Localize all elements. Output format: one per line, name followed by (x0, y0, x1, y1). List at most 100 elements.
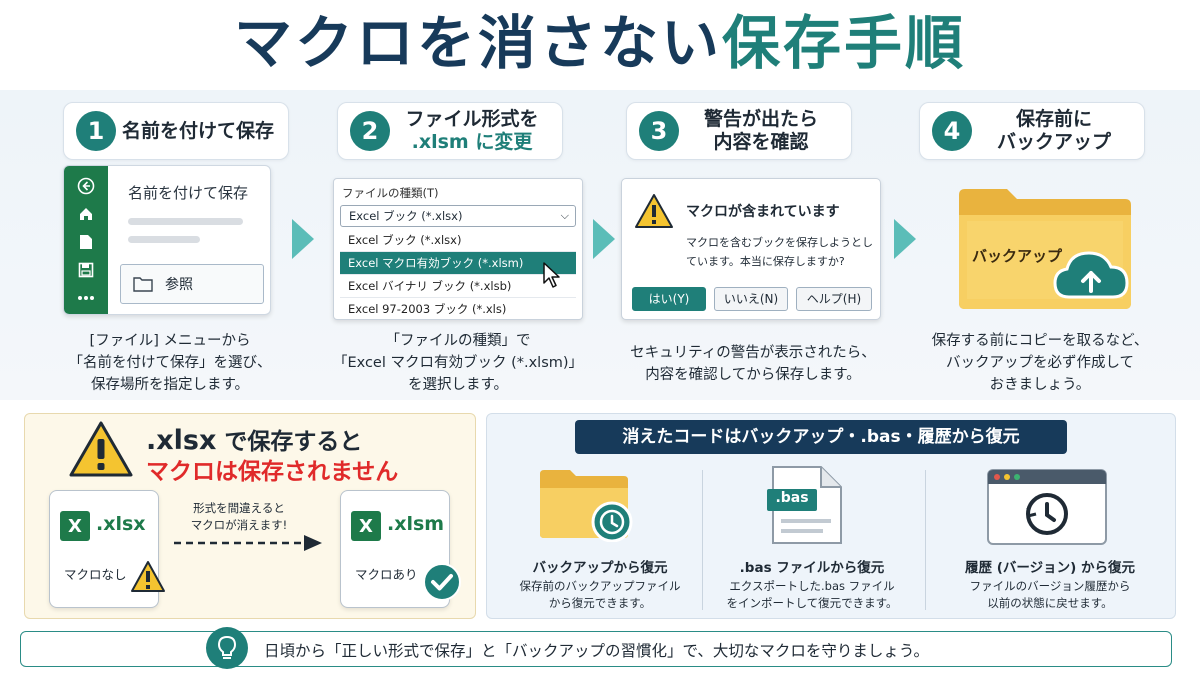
placeholder-line (128, 236, 200, 243)
step-1-caption: [ファイル] メニューから 「名前を付けて保存」を選び、 保存場所を指定します。 (40, 330, 300, 396)
step-3-caption: セキュリティの警告が表示されたら、 内容を確認してから保存します。 (608, 342, 898, 386)
dialog-message: マクロを含むブックを保存しようとしています。本当に保存しますか? (686, 236, 873, 268)
step-3-label: 警告が出たら 内容を確認 (679, 108, 851, 154)
browse-label: 参照 (165, 277, 193, 293)
file-type-select[interactable]: Excel ブック (*.xlsx) ⌵ (340, 205, 576, 227)
bas-badge: .bas (775, 490, 809, 506)
recovery-history-text: ファイルのバージョン履歴から 以前の状態に戻せます。 (930, 578, 1170, 612)
yes-button[interactable]: はい(Y) (632, 287, 706, 311)
step-2-label-line2: .xlsm に変更 (411, 131, 533, 153)
file-type-panel: ファイルの種類(T) Excel ブック (*.xlsx) ⌵ Excel ブッ… (333, 178, 583, 320)
step-2-label-line1: ファイル形式を (405, 108, 539, 130)
mouse-cursor-icon (543, 262, 560, 288)
backstage-sidebar (64, 166, 108, 314)
step-1-label: 名前を付けて保存 (121, 119, 274, 142)
save-icon[interactable] (76, 260, 96, 280)
help-button[interactable]: ヘルプ(H) (796, 287, 872, 311)
chevron-down-icon: ⌵ (560, 209, 569, 222)
file-type-option-xlsm[interactable]: Excel マクロ有効ブック (*.xlsm) (340, 252, 576, 275)
file-type-option-xlsx[interactable]: Excel ブック (*.xlsx) (340, 229, 576, 252)
caption-line: 保存場所を指定します。 (90, 377, 250, 393)
note-line: 形式を間違えると (193, 501, 285, 515)
caption-line: 「Excel マクロ有効ブック (*.xlsm)」 (332, 355, 584, 371)
step-2-label: ファイル形式を .xlsm に変更 (390, 108, 562, 154)
step-2-caption: 「ファイルの種類」で 「Excel マクロ有効ブック (*.xlsm)」 を選択… (318, 330, 598, 396)
file-extension: .xlsm (387, 513, 445, 535)
text-line: 以前の状態に戻せます。 (987, 596, 1113, 610)
caption-line: 内容を確認してから保存します。 (645, 367, 861, 383)
warning-icon (635, 194, 673, 228)
no-button[interactable]: いいえ(N) (714, 287, 788, 311)
step-3-label-line2: 内容を確認 (713, 131, 809, 153)
text-line: から復元できます。 (548, 596, 652, 610)
file-extension: .xlsx (96, 513, 146, 535)
new-file-icon[interactable] (76, 232, 96, 252)
home-icon[interactable] (76, 204, 96, 224)
caption-line: バックアップを必ず作成して (945, 355, 1135, 371)
browse-button[interactable]: 参照 (120, 264, 264, 304)
file-note: マクロなし (64, 567, 127, 582)
backup-folder-icon (959, 189, 1131, 309)
caption-line: [ファイル] メニューから (89, 333, 251, 349)
xlsm-file-card: X .xlsm マクロあり (340, 490, 450, 608)
step-3-header: 3 警告が出たら 内容を確認 (626, 102, 852, 160)
caption-line: 「ファイルの種類」で (385, 333, 531, 349)
file-type-label: ファイルの種類(T) (342, 186, 439, 200)
save-as-title: 名前を付けて保存 (128, 184, 249, 202)
bas-file-icon (767, 466, 842, 544)
recovery-backup-text: 保存前のバックアップファイル から復元できます。 (500, 578, 700, 612)
recovery-history-title: 履歴 (バージョン) から復元 (965, 560, 1135, 576)
step-4-number: 4 (932, 111, 972, 151)
backup-folder-label: バックアップ (972, 247, 1063, 265)
check-circle-icon (423, 563, 461, 601)
placeholder-line (128, 218, 243, 225)
recovery-bas-title: .bas ファイルから復元 (739, 560, 885, 576)
step-3-number: 3 (639, 111, 679, 151)
step-3-label-line1: 警告が出たら (703, 108, 818, 130)
file-type-selected: Excel ブック (*.xlsx) (349, 209, 463, 223)
file-type-option-xls[interactable]: Excel 97-2003 ブック (*.xls) (348, 302, 507, 316)
warning-small-icon (131, 561, 165, 592)
warning-headline-rest: で保存すると (216, 429, 363, 455)
step-2-number: 2 (350, 111, 390, 151)
recovery-backup-title: バックアップから復元 (532, 560, 668, 576)
column-divider (925, 470, 926, 610)
caption-line: を選択します。 (407, 377, 509, 393)
warning-headline: .xlsx で保存すると (146, 422, 362, 456)
caption-line: セキュリティの警告が表示されたら、 (630, 345, 876, 361)
page-title: マクロを消さない保存手順 (0, 6, 1200, 80)
back-arrow-icon[interactable] (76, 176, 96, 196)
step-4-header: 4 保存前に バックアップ (919, 102, 1145, 160)
warning-subline: マクロは保存されません (146, 459, 399, 485)
dialog-title: マクロが含まれています (686, 204, 840, 220)
footer-text: 日頃から「正しい形式で保存」と「バックアップの習慣化」で、大切なマクロを守りまし… (264, 642, 929, 660)
step-1-number: 1 (76, 111, 116, 151)
note-line: マクロが消えます! (190, 518, 288, 532)
recovery-header: 消えたコードはバックアップ・.bas・履歴から復元 (575, 420, 1067, 454)
more-options-icon[interactable] (76, 288, 96, 308)
xlsx-extension: .xlsx (146, 425, 217, 456)
format-mistake-note: 形式を間違えると マクロが消えます! (184, 500, 294, 534)
step-4-label-line2: バックアップ (996, 131, 1111, 153)
text-line: 保存前のバックアップファイル (519, 579, 681, 593)
text-line: エクスポートした.bas ファイル (729, 579, 895, 593)
arrow-3-4-icon (894, 219, 916, 259)
column-divider (702, 470, 703, 610)
step-4-caption: 保存する前にコピーを取るなど、 バックアップを必ず作成して おきましょう。 (905, 330, 1175, 396)
step-1-header: 1 名前を付けて保存 (63, 102, 289, 160)
caption-line: 保存する前にコピーを取るなど、 (931, 333, 1149, 349)
text-line: ファイルのバージョン履歴から (969, 579, 1131, 593)
title-part1: マクロを消さない (233, 9, 722, 77)
step-4-label: 保存前に バックアップ (972, 108, 1144, 154)
file-note: マクロあり (355, 567, 418, 582)
warning-icon (69, 421, 133, 477)
excel-icon: X (351, 511, 381, 541)
arrow-1-2-icon (292, 219, 314, 259)
text-line: をインポートして復元できます。 (726, 596, 898, 610)
version-history-icon (987, 469, 1107, 545)
macro-warning-dialog: マクロが含まれています マクロを含むブックを保存しようとしています。本当に保存し… (621, 178, 881, 320)
dashed-arrow-icon (174, 535, 322, 551)
step-4-label-line1: 保存前に (1015, 108, 1092, 130)
file-type-option-xlsb[interactable]: Excel バイナリ ブック (*.xlsb) (340, 275, 576, 298)
folder-restore-icon (540, 470, 633, 542)
